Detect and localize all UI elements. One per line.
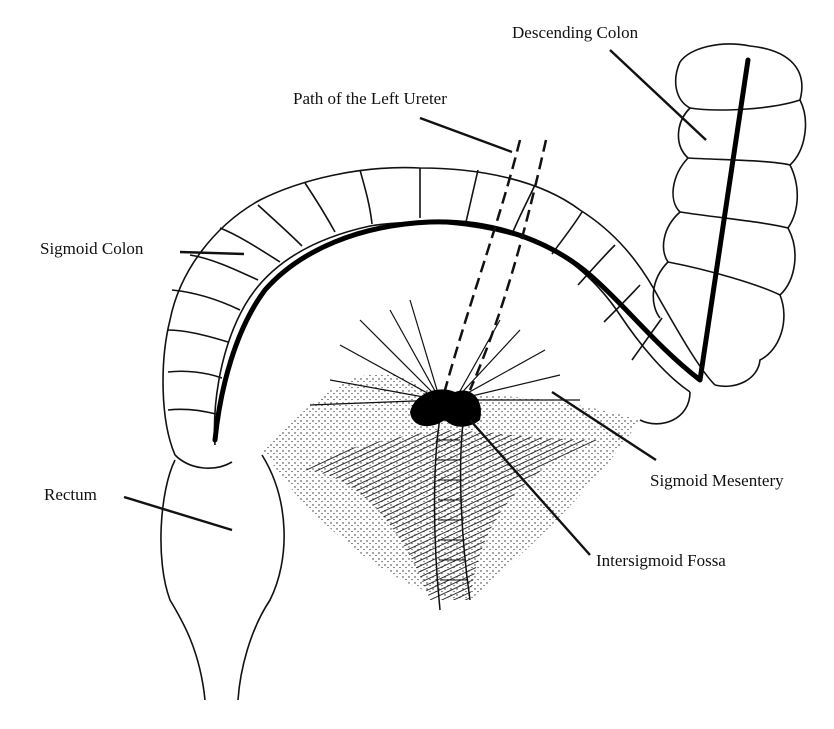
rectum-shape	[160, 454, 285, 701]
label-rectum: Rectum	[44, 485, 97, 504]
leader-lines	[123, 49, 707, 556]
label-left-ureter: Path of the Left Ureter	[293, 89, 447, 108]
leader-intersigmoid-fossa	[469, 419, 591, 556]
sigmoid-colon-shape	[162, 166, 716, 469]
leader-sigmoid-colon	[179, 250, 245, 256]
left-ureter-path	[443, 139, 548, 391]
leader-rectum	[123, 495, 233, 532]
leader-sigmoid-mesentery	[551, 390, 657, 462]
leader-descending-colon	[609, 49, 707, 141]
leader-left-ureter	[419, 116, 513, 154]
intersigmoid-fossa-shape	[410, 389, 481, 427]
label-sigmoid-colon: Sigmoid Colon	[40, 239, 144, 258]
mesentery-shape	[262, 299, 640, 600]
label-descending-colon: Descending Colon	[512, 23, 639, 42]
label-sigmoid-mesentery: Sigmoid Mesentery	[650, 471, 784, 490]
taenia-line	[212, 57, 751, 443]
descending-colon-shape	[652, 43, 807, 387]
label-intersigmoid-fossa: Intersigmoid Fossa	[596, 551, 726, 570]
